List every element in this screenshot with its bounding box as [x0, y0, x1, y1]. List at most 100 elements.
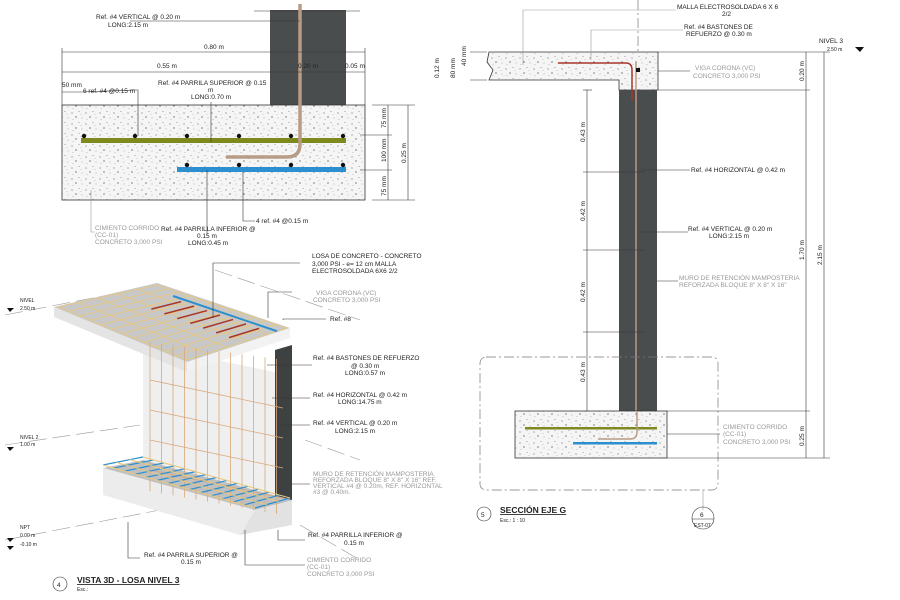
- dim-label: 2.15 m: [817, 245, 824, 265]
- label: LONG:2.15 m: [709, 233, 749, 240]
- label: CIMIENTO CORRIDO: [307, 557, 371, 564]
- rebar-line: [215, 323, 247, 334]
- level-name: NIVEL 3: [819, 38, 843, 45]
- dim-label: 40 mm: [461, 46, 468, 66]
- label: LONG:14.75 m: [338, 399, 382, 406]
- label: 0.15 m: [181, 559, 201, 566]
- view-scale: Esc.: 1 : 10: [500, 518, 525, 524]
- level-name: NIVEL 2: [20, 435, 39, 441]
- label: CONCRETO 3,000 PSI: [693, 73, 761, 80]
- view-3d: LOSA DE CONCRETO - CONCRETO 3,000 PSI - …: [4, 253, 443, 593]
- dim-label: 1.70 m: [799, 240, 806, 260]
- rebar-line: [151, 300, 182, 310]
- label: Ref. #4 PARRILA SUPERIOR @: [144, 552, 238, 559]
- label: (CC-01): [307, 564, 330, 571]
- rebar-line: [102, 464, 256, 509]
- label: LONG:2.15 m: [108, 22, 148, 29]
- label: CIMIENTO CORRIDO: [95, 225, 159, 232]
- title-number: 5: [481, 512, 485, 519]
- label: MURO DE RETENCIÓN MAMPOSTERIA: [313, 469, 434, 478]
- dim-label: 0.43 m: [580, 362, 587, 382]
- level-name: NPT: [20, 525, 30, 531]
- label: Ref. #4 HORIZONTAL @ 0.42 m: [691, 167, 785, 174]
- rebar-line: [77, 302, 208, 354]
- rebar-line: [156, 284, 288, 329]
- label: MURO DE RETENCIÓN MAMPOSTERIA: [679, 273, 800, 282]
- label: Ref. #4 VERTICAL @ 0.20 m: [96, 14, 180, 21]
- rebar-line: [211, 485, 249, 497]
- level-name: NIVEL: [20, 298, 35, 304]
- level-markers: NIVEL 2.50 m NIVEL 2 1.00 m NPT 0.00 m -…: [7, 298, 39, 550]
- dim-label: 0.43 m: [580, 122, 587, 142]
- dim-label: 50 mm: [62, 82, 82, 89]
- label: Ref. #4 HORIZONTAL @ 0.42 m: [313, 392, 407, 399]
- dim-label: 0.55 m: [157, 63, 177, 70]
- label: 3,000 PSI - e= 12 cm MALLA: [312, 261, 397, 268]
- dim-label: 0.12 m: [434, 58, 441, 78]
- rebar-line: [124, 462, 165, 472]
- label: VIGA CORONA (VC): [695, 65, 755, 72]
- label: ELECTROSOLDADA 6X6 2/2: [312, 268, 398, 275]
- top-rebar: [81, 138, 346, 143]
- label: MALLA ELECTROSOLDADA 6 X 6: [677, 4, 779, 11]
- bastones-rebar: [558, 62, 633, 101]
- rebar-line: [186, 327, 288, 361]
- dim-label: 0.05 m: [345, 63, 365, 70]
- dim-label: 0.42 m: [580, 282, 587, 302]
- label: 4 ref. #4 @0.15 m: [256, 218, 308, 225]
- rebar-line: [189, 314, 221, 325]
- title-number: 4: [57, 582, 61, 589]
- rebar-line: [146, 468, 186, 478]
- rebar-line: [142, 456, 291, 499]
- rebar-line: [178, 476, 217, 488]
- label: CIMIENTO CORRIDO: [723, 424, 787, 431]
- dim-label: 0.20 m: [799, 61, 806, 81]
- rebar-line: [100, 298, 201, 326]
- label: CONCRETO 3,000 PSI: [313, 297, 381, 304]
- label: Ref. #4 PARRILLA INFERIOR @: [161, 226, 256, 233]
- wall-block: [270, 10, 346, 105]
- view-title: VISTA 3D - LOSA NIVEL 3: [77, 575, 180, 585]
- rebar-line: [90, 295, 190, 321]
- label: m: [208, 87, 213, 94]
- label: Ref. #4 PARRILA SUPERIOR @ 0.15: [158, 80, 267, 87]
- rebar-line: [233, 491, 270, 503]
- label: REFUERZO @ 0.30 m: [686, 31, 752, 38]
- rebar-line: [222, 488, 259, 500]
- wall-block: [619, 90, 657, 411]
- rebar-line: [168, 473, 207, 485]
- footing-detail: Ref. #4 VERTICAL @ 0.20 m LONG:2.15 m 0.…: [61, 4, 415, 247]
- rebar-line: [135, 465, 175, 475]
- label: Ref. #4 VERTICAL @ 0.20 m: [313, 420, 397, 427]
- level-value: 0.00 m: [20, 533, 35, 539]
- label: REFORZADA BLOQUE 8" X 8" X 16": [679, 282, 787, 289]
- label: (CC-01): [723, 431, 746, 438]
- label: 0.15 m: [197, 233, 217, 240]
- dim-label: 0.20 m: [298, 63, 318, 70]
- label: 0.15 m: [344, 540, 364, 547]
- view-title: SECCIÓN EJE G: [500, 504, 567, 515]
- rebar-line: [177, 309, 208, 320]
- level-value: 1.00 m: [20, 442, 35, 448]
- label: 2/2: [722, 11, 731, 18]
- label: 6 ref. #4 @0.15 m: [83, 88, 135, 95]
- rebar-line: [57, 284, 158, 308]
- label: LONG:0.45 m: [188, 240, 228, 247]
- footing-front: [103, 468, 255, 535]
- rebar-line: [157, 471, 196, 481]
- label: VERTICAL #4 @ 0.20m, REF. HORIZONTAL: [313, 483, 443, 490]
- level-value: 2.50 m: [20, 306, 35, 312]
- rebar-line: [133, 309, 233, 339]
- label: Ref. #4 PARRILLA INFERIOR @: [308, 532, 403, 539]
- rebar-line: [143, 313, 244, 343]
- level-value: 2.50 m: [827, 47, 842, 53]
- vertical-rebar: [226, 4, 302, 159]
- rebar-line: [200, 482, 238, 494]
- footing-concrete: [61, 104, 366, 201]
- rebar-line: [172, 295, 278, 333]
- label: CONCRETO 3,000 PSI: [723, 439, 791, 446]
- label: REFORZADA BLOQUE 8" X 8" X 16" REF.: [313, 477, 437, 484]
- label: CONCRETO 3,000 PSI: [95, 239, 163, 246]
- label: Ref. #8: [330, 316, 351, 323]
